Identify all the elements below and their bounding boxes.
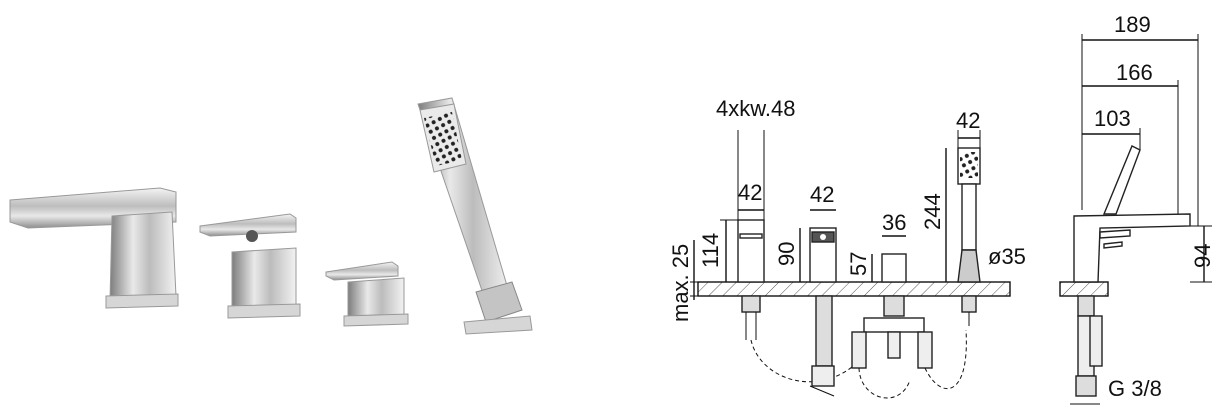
handshower-width-label: 42 [956, 108, 980, 133]
side-height-label: 94 [1190, 244, 1215, 268]
hose-diameter-label: ø35 [988, 244, 1026, 269]
diverter-render [325, 261, 409, 327]
spout-width-label: 42 [738, 180, 762, 205]
diverter-front-view [851, 253, 967, 399]
deck-plate [697, 281, 1011, 297]
mixer-dimensions: 42 90 [774, 182, 836, 282]
spout-height-label: 114 [698, 233, 723, 268]
spout-dimensions: 42 4xkw.48 114 [698, 96, 796, 282]
deck-max-label: max. 25 [668, 244, 693, 322]
diverter-dimensions: 36 57 [846, 210, 906, 282]
handshower-front-view [957, 147, 981, 326]
mixer-height-label: 90 [774, 242, 799, 266]
deck-thickness-dimension: max. 25 [668, 240, 698, 322]
handshower-render [417, 97, 533, 335]
spout-front-view [737, 219, 861, 383]
side-view-dimensions: 189 166 103 94 [1081, 12, 1215, 283]
diverter-height-label: 57 [846, 252, 871, 276]
spout-render [9, 187, 179, 309]
diverter-width-label: 36 [882, 210, 906, 235]
mixer-width-label: 42 [810, 182, 834, 207]
side-view: G 3/8 [1059, 145, 1191, 405]
hole-spec-label: 4xkw.48 [716, 96, 796, 121]
width-166-label: 166 [1116, 60, 1153, 85]
mixer-front-view [809, 227, 837, 397]
thread-label: G 3/8 [1108, 376, 1162, 401]
mixer-render [199, 213, 301, 319]
total-width-label: 189 [1114, 12, 1151, 37]
handshower-dimensions: 42 244 ø35 [920, 108, 1026, 282]
width-103-label: 103 [1094, 106, 1131, 131]
handshower-height-label: 244 [920, 193, 945, 230]
